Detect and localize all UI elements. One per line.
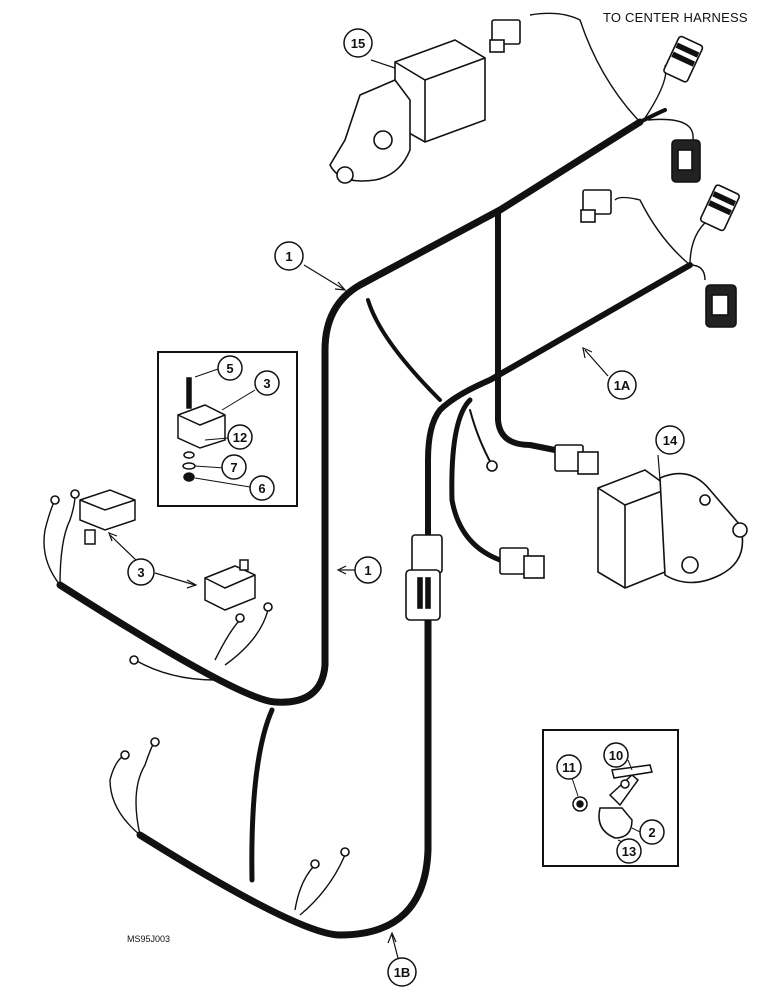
svg-text:6: 6: [258, 481, 265, 496]
callout-5: 5: [217, 355, 243, 381]
connector-center: [405, 534, 443, 621]
callout-2: 2: [639, 819, 665, 845]
harness-branch-lower: [449, 397, 503, 563]
harness-pigtail: [469, 409, 493, 466]
svg-text:11: 11: [562, 760, 576, 775]
harness-thin-diagonal: [366, 298, 442, 402]
connectors: [50, 19, 740, 869]
callout-7: 7: [221, 454, 247, 480]
harness-mid-drop: [249, 707, 275, 883]
svg-text:1: 1: [285, 249, 292, 264]
callout-11: 11: [556, 754, 582, 780]
svg-text:12: 12: [233, 430, 247, 445]
callouts: 1 1 1A 1B 15 14 3 5 3 12 7 6 11 10 2 13: [127, 28, 685, 987]
callout-1a: 1A: [607, 370, 637, 400]
harness-1-main: [56, 118, 644, 706]
harness-upper-branch: [638, 108, 667, 124]
component-15: [329, 39, 486, 184]
svg-text:13: 13: [622, 844, 636, 859]
leader-lines: [107, 59, 661, 959]
callout-13: 13: [616, 838, 642, 864]
callout-6: 6: [249, 475, 275, 501]
connector-top-right-1: [663, 35, 704, 83]
connector-top-right-2: [671, 139, 701, 183]
svg-text:3: 3: [137, 565, 144, 580]
switch-3-left: [79, 489, 136, 545]
svg-text:1: 1: [364, 563, 371, 578]
harness-vertical-branch: [495, 209, 558, 453]
callout-15: 15: [343, 28, 373, 58]
harness-1a: [425, 262, 693, 538]
connector-top-left: [489, 19, 521, 53]
svg-text:14: 14: [663, 433, 678, 448]
svg-text:7: 7: [230, 460, 237, 475]
figure-code: MS95J003: [127, 934, 171, 944]
harness-cables: [56, 108, 693, 939]
callout-1-top: 1: [274, 241, 304, 271]
callout-10: 10: [603, 742, 629, 768]
connector-mid-right-2: [705, 284, 737, 328]
svg-text:2: 2: [648, 825, 655, 840]
component-14: [597, 469, 748, 589]
callout-14: 14: [655, 425, 685, 455]
callout-1-mid: 1: [354, 556, 382, 584]
connector-mid-right-1: [699, 184, 740, 232]
callout-1b: 1B: [387, 957, 417, 987]
svg-text:1A: 1A: [614, 378, 631, 393]
connector-mid-left: [580, 189, 612, 223]
connector-motor14: [554, 444, 599, 475]
harness-1b: [136, 616, 432, 939]
callout-3-inset: 3: [254, 370, 280, 396]
svg-text:10: 10: [609, 748, 623, 763]
svg-text:1B: 1B: [394, 965, 411, 980]
svg-text:3: 3: [263, 376, 270, 391]
to-center-harness-label: TO CENTER HARNESS: [603, 10, 748, 25]
svg-text:15: 15: [351, 36, 365, 51]
callout-3-left: 3: [127, 558, 155, 586]
connector-lower-right: [499, 547, 545, 579]
svg-text:5: 5: [226, 361, 233, 376]
switch-3-mid: [204, 559, 256, 611]
callout-12: 12: [227, 424, 253, 450]
